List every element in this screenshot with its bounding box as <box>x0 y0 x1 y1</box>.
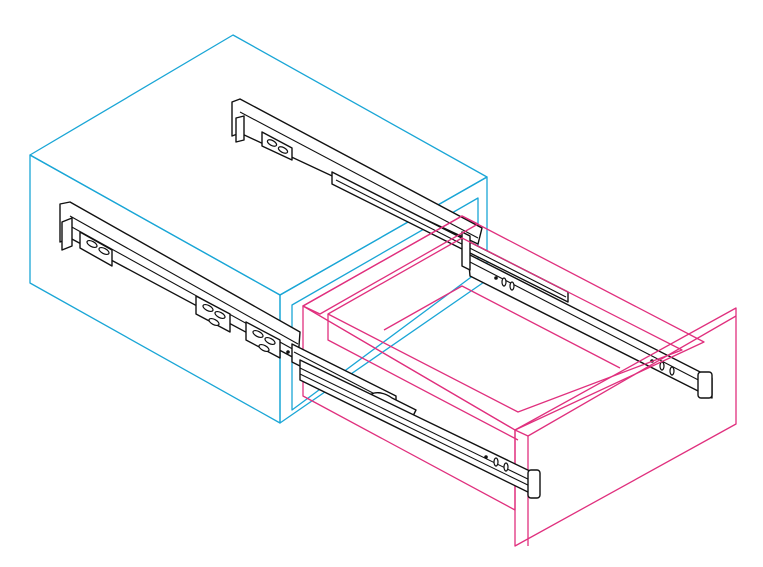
back-end-cap <box>697 371 713 399</box>
back-mount-slot-group <box>261 131 293 161</box>
cabinet-side-face <box>29 154 281 424</box>
back-slot-hole <box>266 139 278 147</box>
front-member-hole <box>493 457 499 467</box>
drawer-inner-rim <box>327 237 683 413</box>
back-rail-edge <box>239 111 479 239</box>
back-slot-hole <box>277 146 289 154</box>
drawer-inner-side <box>327 314 519 441</box>
back-member-hole <box>669 366 675 376</box>
back-inner-rail <box>331 171 569 303</box>
front-front-mount <box>245 321 281 359</box>
front-rear-mount <box>79 231 113 267</box>
front-slot-hole <box>202 303 214 313</box>
back-member-hole <box>509 281 515 291</box>
front-slot-hole <box>86 239 98 249</box>
front-drawer-member <box>299 359 537 497</box>
front-drawer-slide <box>59 201 541 499</box>
front-mid-mount <box>195 295 231 333</box>
front-slot-hole <box>208 317 220 327</box>
back-drawer-member <box>467 253 713 399</box>
front-rear-bracket <box>61 217 73 251</box>
front-rail-dot <box>286 350 290 354</box>
front-end-cap <box>527 469 541 499</box>
front-drawer-member-edge <box>299 367 535 483</box>
drawer-inner-floor-line <box>383 285 621 369</box>
front-rail-edge <box>69 215 299 345</box>
front-drawer-member-edge <box>299 373 535 489</box>
front-slot-hole <box>258 343 270 353</box>
back-member-hole <box>501 277 507 287</box>
back-member-hole <box>659 361 665 371</box>
front-slot-hole <box>214 310 226 320</box>
front-member-dot <box>484 455 488 459</box>
back-outer-rail <box>231 98 483 245</box>
front-member-hole <box>503 462 509 472</box>
front-slot-hole <box>252 329 264 339</box>
front-slot-hole <box>98 246 110 256</box>
drawer-box <box>302 215 737 547</box>
back-latch <box>461 231 471 271</box>
back-member-dot <box>494 276 498 280</box>
drawer-front-panel <box>514 307 737 547</box>
front-slot-hole <box>264 336 276 346</box>
back-inner-edge <box>335 179 567 298</box>
back-rear-bracket <box>235 115 245 143</box>
